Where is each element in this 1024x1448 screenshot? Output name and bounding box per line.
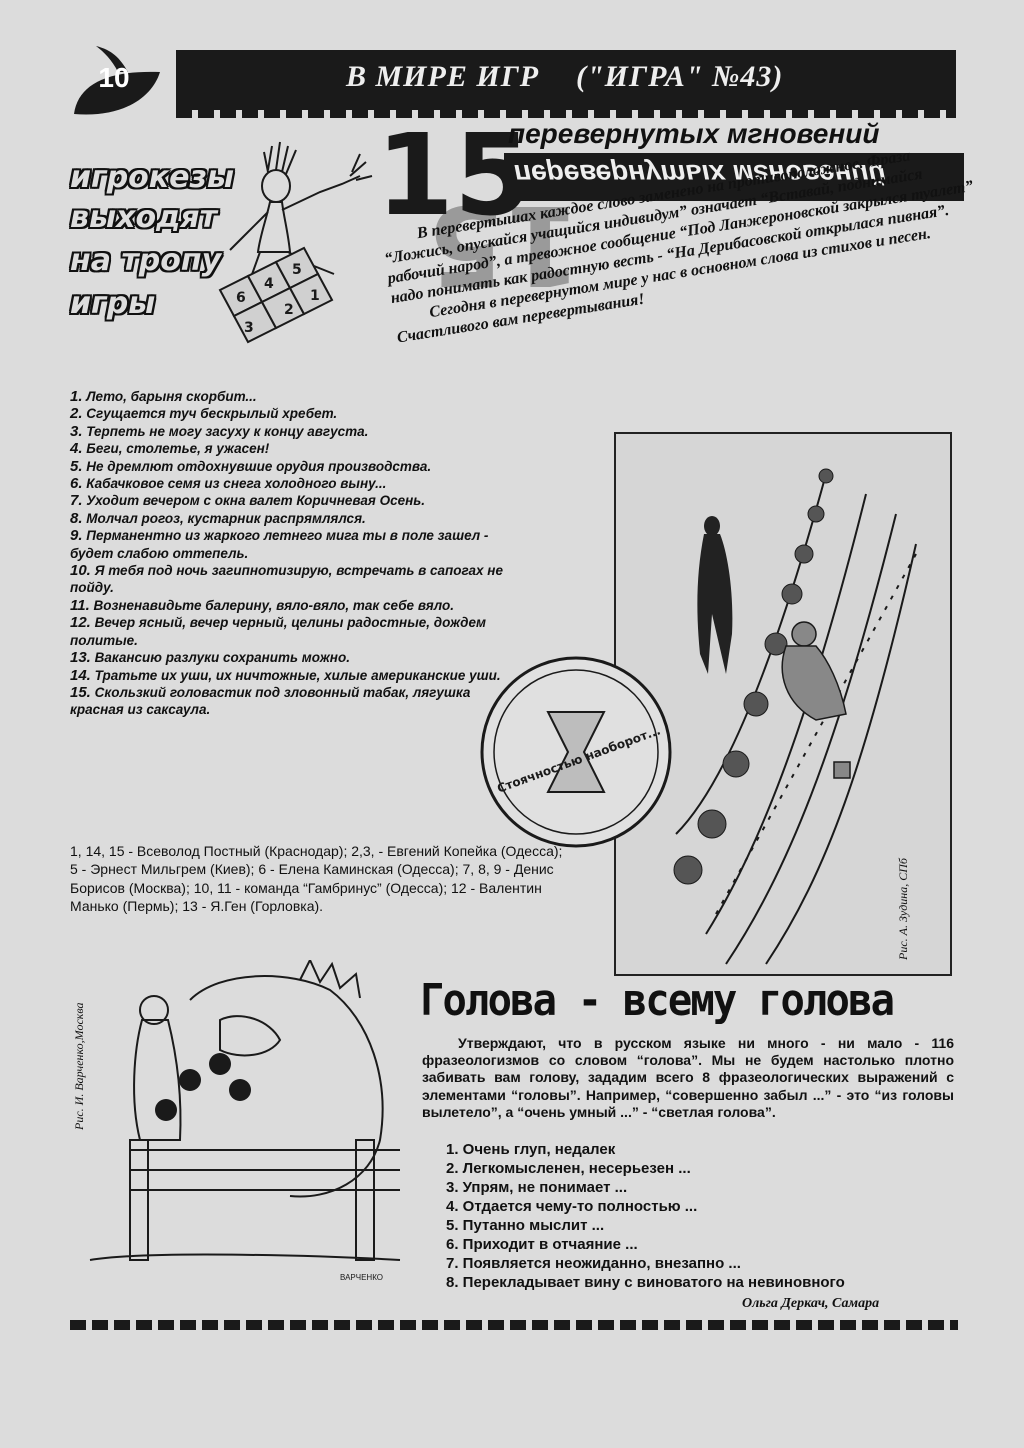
item-number: 15. (70, 683, 91, 701)
item-text: Я тебя под ночь загипнотизирую, встречат… (70, 563, 503, 596)
item-number: 9. (70, 527, 83, 545)
list-item: 8. Перекладывает вину с виноватого на не… (446, 1274, 845, 1291)
boxing-cartoon: ВАРЧЕНКО (89, 960, 401, 1282)
list-item: 3. Упрям, не понимает ... (446, 1179, 628, 1196)
hopscotch-number: 3 (244, 320, 254, 336)
item-text: Вакансию разлуки сохранить можно. (94, 650, 350, 666)
item-text: Терпеть не могу засуху к концу августа. (86, 423, 369, 439)
list-item: 11. Возненавидьте балерину, вяло-вяло, т… (70, 597, 510, 614)
list-item: 9. Перманентно из жаркого летнего мига т… (70, 527, 510, 562)
list-item: 12. Вечер ясный, вечер черный, целины ра… (70, 614, 510, 649)
list-item: 6. Кабачковое семя из снега холодного вы… (70, 475, 510, 492)
boxing-credit: Рис. И. Варченко,Москва (72, 1002, 86, 1130)
item-number: 1. (70, 388, 83, 405)
list-item: 1. Очень глуп, недалек (446, 1141, 616, 1158)
badge-line: игрокезы (70, 160, 235, 195)
title-mirror-bar (504, 153, 964, 201)
authors-credits: 1, 14, 15 - Всеволод Постный (Краснодар)… (70, 843, 563, 915)
badge-line: выходят (70, 200, 217, 235)
item-text: Перманентно из жаркого летнего мига ты в… (70, 528, 489, 561)
hopscotch-number: 6 (236, 290, 246, 306)
item-number: 8. (70, 509, 83, 527)
header-bar (176, 50, 956, 110)
hopscotch-number: 1 (310, 288, 320, 304)
escalator-drawing (673, 468, 917, 965)
item-text: Кабачковое семя из снега холодного выну.… (86, 476, 387, 492)
header-stripes (176, 110, 956, 118)
item-text: Сгущается туч бескрылый хребет. (86, 406, 338, 422)
list-item: 4. Отдается чему-то полностью ... (446, 1198, 698, 1215)
escalator-credit: Рис. А. Зудина, СПб (896, 858, 910, 960)
header-issue: ("ИГРА" №43) (576, 60, 784, 93)
hopscotch-number: 4 (264, 276, 274, 292)
stamp-logo-icon: Стоячностью наоборот... (480, 656, 672, 848)
header-rubric: В МИРЕ ИГР (346, 60, 540, 93)
list-item: 1. Лето, барыня скорбит... (70, 388, 510, 405)
section-intro: Утверждают, что в русском языке ни много… (422, 1035, 954, 1120)
item-number: 12. (70, 614, 91, 632)
badge-line: на тропу (70, 243, 222, 278)
article-title: перевернутых мгновений (508, 118, 880, 149)
list-item: 4. Беги, столетье, я ужасен! (70, 440, 510, 457)
item-number: 11. (70, 596, 90, 614)
item-text: Не дремлют отдохнувшие орудия производст… (86, 458, 432, 474)
list-item: 5. Не дремлют отдохнувшие орудия произво… (70, 458, 510, 475)
bottom-stripes (70, 1320, 958, 1330)
list-item: 8. Молчал рогоз, кустарник распрямлялся. (70, 510, 510, 527)
hopscotch-number: 2 (284, 302, 294, 318)
item-text: Молчал рогоз, кустарник распрямлялся. (86, 510, 366, 526)
item-number: 10. (70, 562, 91, 580)
section-title: Голова - всему голова (420, 975, 895, 1026)
item-text: Тратьте их уши, их ничтожные, хилые амер… (94, 667, 501, 683)
leaf-logo-icon (74, 46, 160, 115)
list-item: 3. Терпеть не могу засуху к концу август… (70, 423, 510, 440)
badge-line: игры (70, 286, 156, 321)
list-item: 2. Сгущается туч бескрылый хребет. (70, 405, 510, 422)
item-number: 4. (70, 440, 83, 458)
list-item: 7. Уходит вечером с окна валет Коричнева… (70, 492, 510, 509)
item-text: Вечер ясный, вечер черный, целины радост… (70, 615, 486, 648)
item-number: 3. (70, 422, 83, 440)
escalator-cartoon (614, 432, 952, 976)
item-number: 7. (70, 492, 83, 510)
boxing-signature: ВАРЧЕНКО (340, 1273, 383, 1282)
questions-list: 1. Очень глуп, недалек 2. Легкомысленен,… (422, 1140, 962, 1292)
list-item: 14. Тратьте их уши, их ничтожные, хилые … (70, 667, 510, 684)
item-text: Возненавидьте балерину, вяло-вяло, так с… (93, 597, 454, 613)
hopscotch-number: 5 (292, 262, 302, 278)
author-signature: Ольга Деркач, Самара (742, 1296, 880, 1311)
list-item: 7. Появляется неожиданно, внезапно ... (446, 1255, 741, 1272)
item-number: 6. (70, 475, 83, 493)
dancer-hopscotch-illustration: 6 3 4 5 2 1 (218, 141, 373, 344)
item-number: 2. (70, 405, 83, 423)
list-item: 6. Приходит в отчаяние ... (446, 1236, 638, 1253)
item-text: Лето, барыня скорбит... (86, 389, 257, 404)
list-item: 10. Я тебя под ночь загипнотизирую, встр… (70, 562, 510, 597)
answers-list: 1. Лето, барыня скорбит... 2. Сгущается … (70, 388, 510, 719)
list-item: 13. Вакансию разлуки сохранить можно. (70, 649, 510, 666)
item-text: Уходит вечером с окна валет Коричневая О… (86, 493, 426, 509)
item-text: Скользкий головастик под зловонный табак… (70, 684, 471, 718)
item-text: Беги, столетье, я ужасен! (86, 441, 270, 457)
list-item: 2. Легкомысленен, несерьезен ... (446, 1160, 691, 1177)
page-number: 10 (98, 62, 130, 93)
item-number: 13. (70, 649, 91, 667)
list-item: 15. Скользкий головастик под зловонный т… (70, 684, 510, 719)
list-item: 5. Путанно мыслит ... (446, 1217, 605, 1234)
item-number: 5. (70, 457, 83, 475)
item-number: 14. (70, 666, 91, 684)
